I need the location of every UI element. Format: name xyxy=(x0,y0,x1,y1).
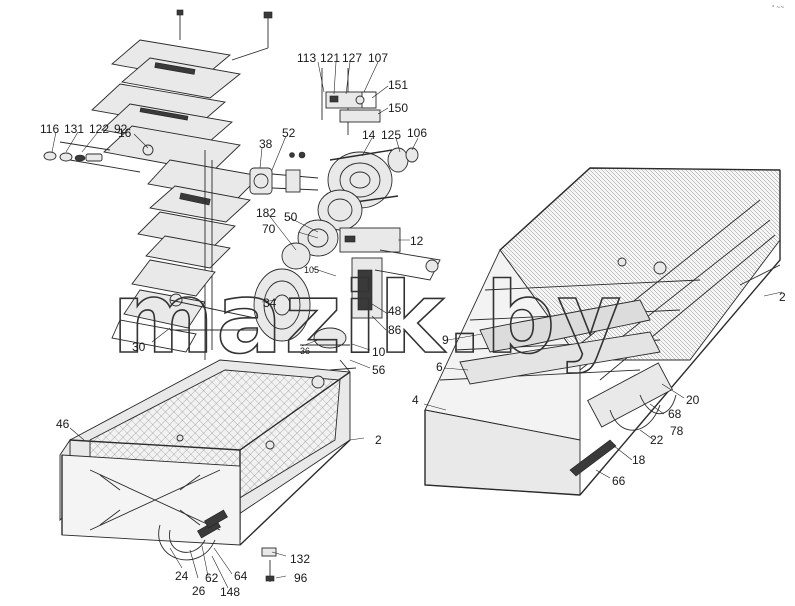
label-26: 26 xyxy=(192,584,206,598)
label-24: 24 xyxy=(175,569,189,583)
label-12: 12 xyxy=(410,234,424,248)
part-labels: 113 121 127 107 151 150 116 131 122 92 1… xyxy=(40,51,786,599)
label-4: 4 xyxy=(412,393,419,407)
label-14: 14 xyxy=(362,128,376,142)
lower-radiator-housing xyxy=(59,359,357,582)
label-36: 36 xyxy=(300,346,310,356)
small-fastener-set xyxy=(43,151,103,162)
label-18: 18 xyxy=(632,453,646,467)
label-50: 50 xyxy=(284,210,298,224)
label-182: 182 xyxy=(256,206,276,220)
label-70: 70 xyxy=(262,222,276,236)
leader-lines xyxy=(51,61,783,589)
fan-ring-assembly xyxy=(169,268,350,349)
label-116: 116 xyxy=(40,122,59,136)
label-56: 56 xyxy=(372,363,386,377)
label-10: 10 xyxy=(372,345,386,359)
label-2-left: 2 xyxy=(375,433,382,447)
label-121: 121 xyxy=(320,51,340,65)
corner-mark: ° ~~ xyxy=(772,5,784,11)
label-122: 122 xyxy=(89,122,109,136)
label-131: 131 xyxy=(64,122,84,136)
label-68: 68 xyxy=(668,407,682,421)
label-106: 106 xyxy=(407,126,427,140)
label-46: 46 xyxy=(56,417,70,431)
label-2-right: 2 xyxy=(779,290,786,304)
label-48: 48 xyxy=(388,304,402,318)
label-52: 52 xyxy=(282,126,296,140)
label-62: 62 xyxy=(205,571,219,585)
label-151: 151 xyxy=(388,78,408,92)
label-6: 6 xyxy=(436,360,443,374)
label-9: 9 xyxy=(442,333,449,347)
upper-plate-stack xyxy=(59,9,273,360)
label-78: 78 xyxy=(670,424,684,438)
label-113: 113 xyxy=(297,51,316,65)
label-38: 38 xyxy=(259,137,273,151)
label-30: 30 xyxy=(132,340,146,354)
label-148: 148 xyxy=(220,585,240,599)
right-radiator-core xyxy=(424,167,781,496)
label-66: 66 xyxy=(612,474,626,488)
label-127: 127 xyxy=(342,51,362,65)
label-20: 20 xyxy=(686,393,700,407)
label-105: 105 xyxy=(304,265,319,275)
gear-shaft-assembly xyxy=(249,147,441,319)
label-132: 132 xyxy=(290,552,310,566)
watermark-text: mazik.by xyxy=(112,262,623,376)
valve-fitting-assembly xyxy=(321,68,381,135)
label-150: 150 xyxy=(388,101,408,115)
label-96: 96 xyxy=(294,571,308,585)
label-125: 125 xyxy=(381,128,401,142)
label-107: 107 xyxy=(368,51,388,65)
label-16: 16 xyxy=(118,126,132,140)
label-34: 34 xyxy=(263,296,277,310)
label-22: 22 xyxy=(650,433,664,447)
label-92: 92 xyxy=(114,122,128,136)
label-64: 64 xyxy=(234,569,248,583)
label-86: 86 xyxy=(388,323,402,337)
